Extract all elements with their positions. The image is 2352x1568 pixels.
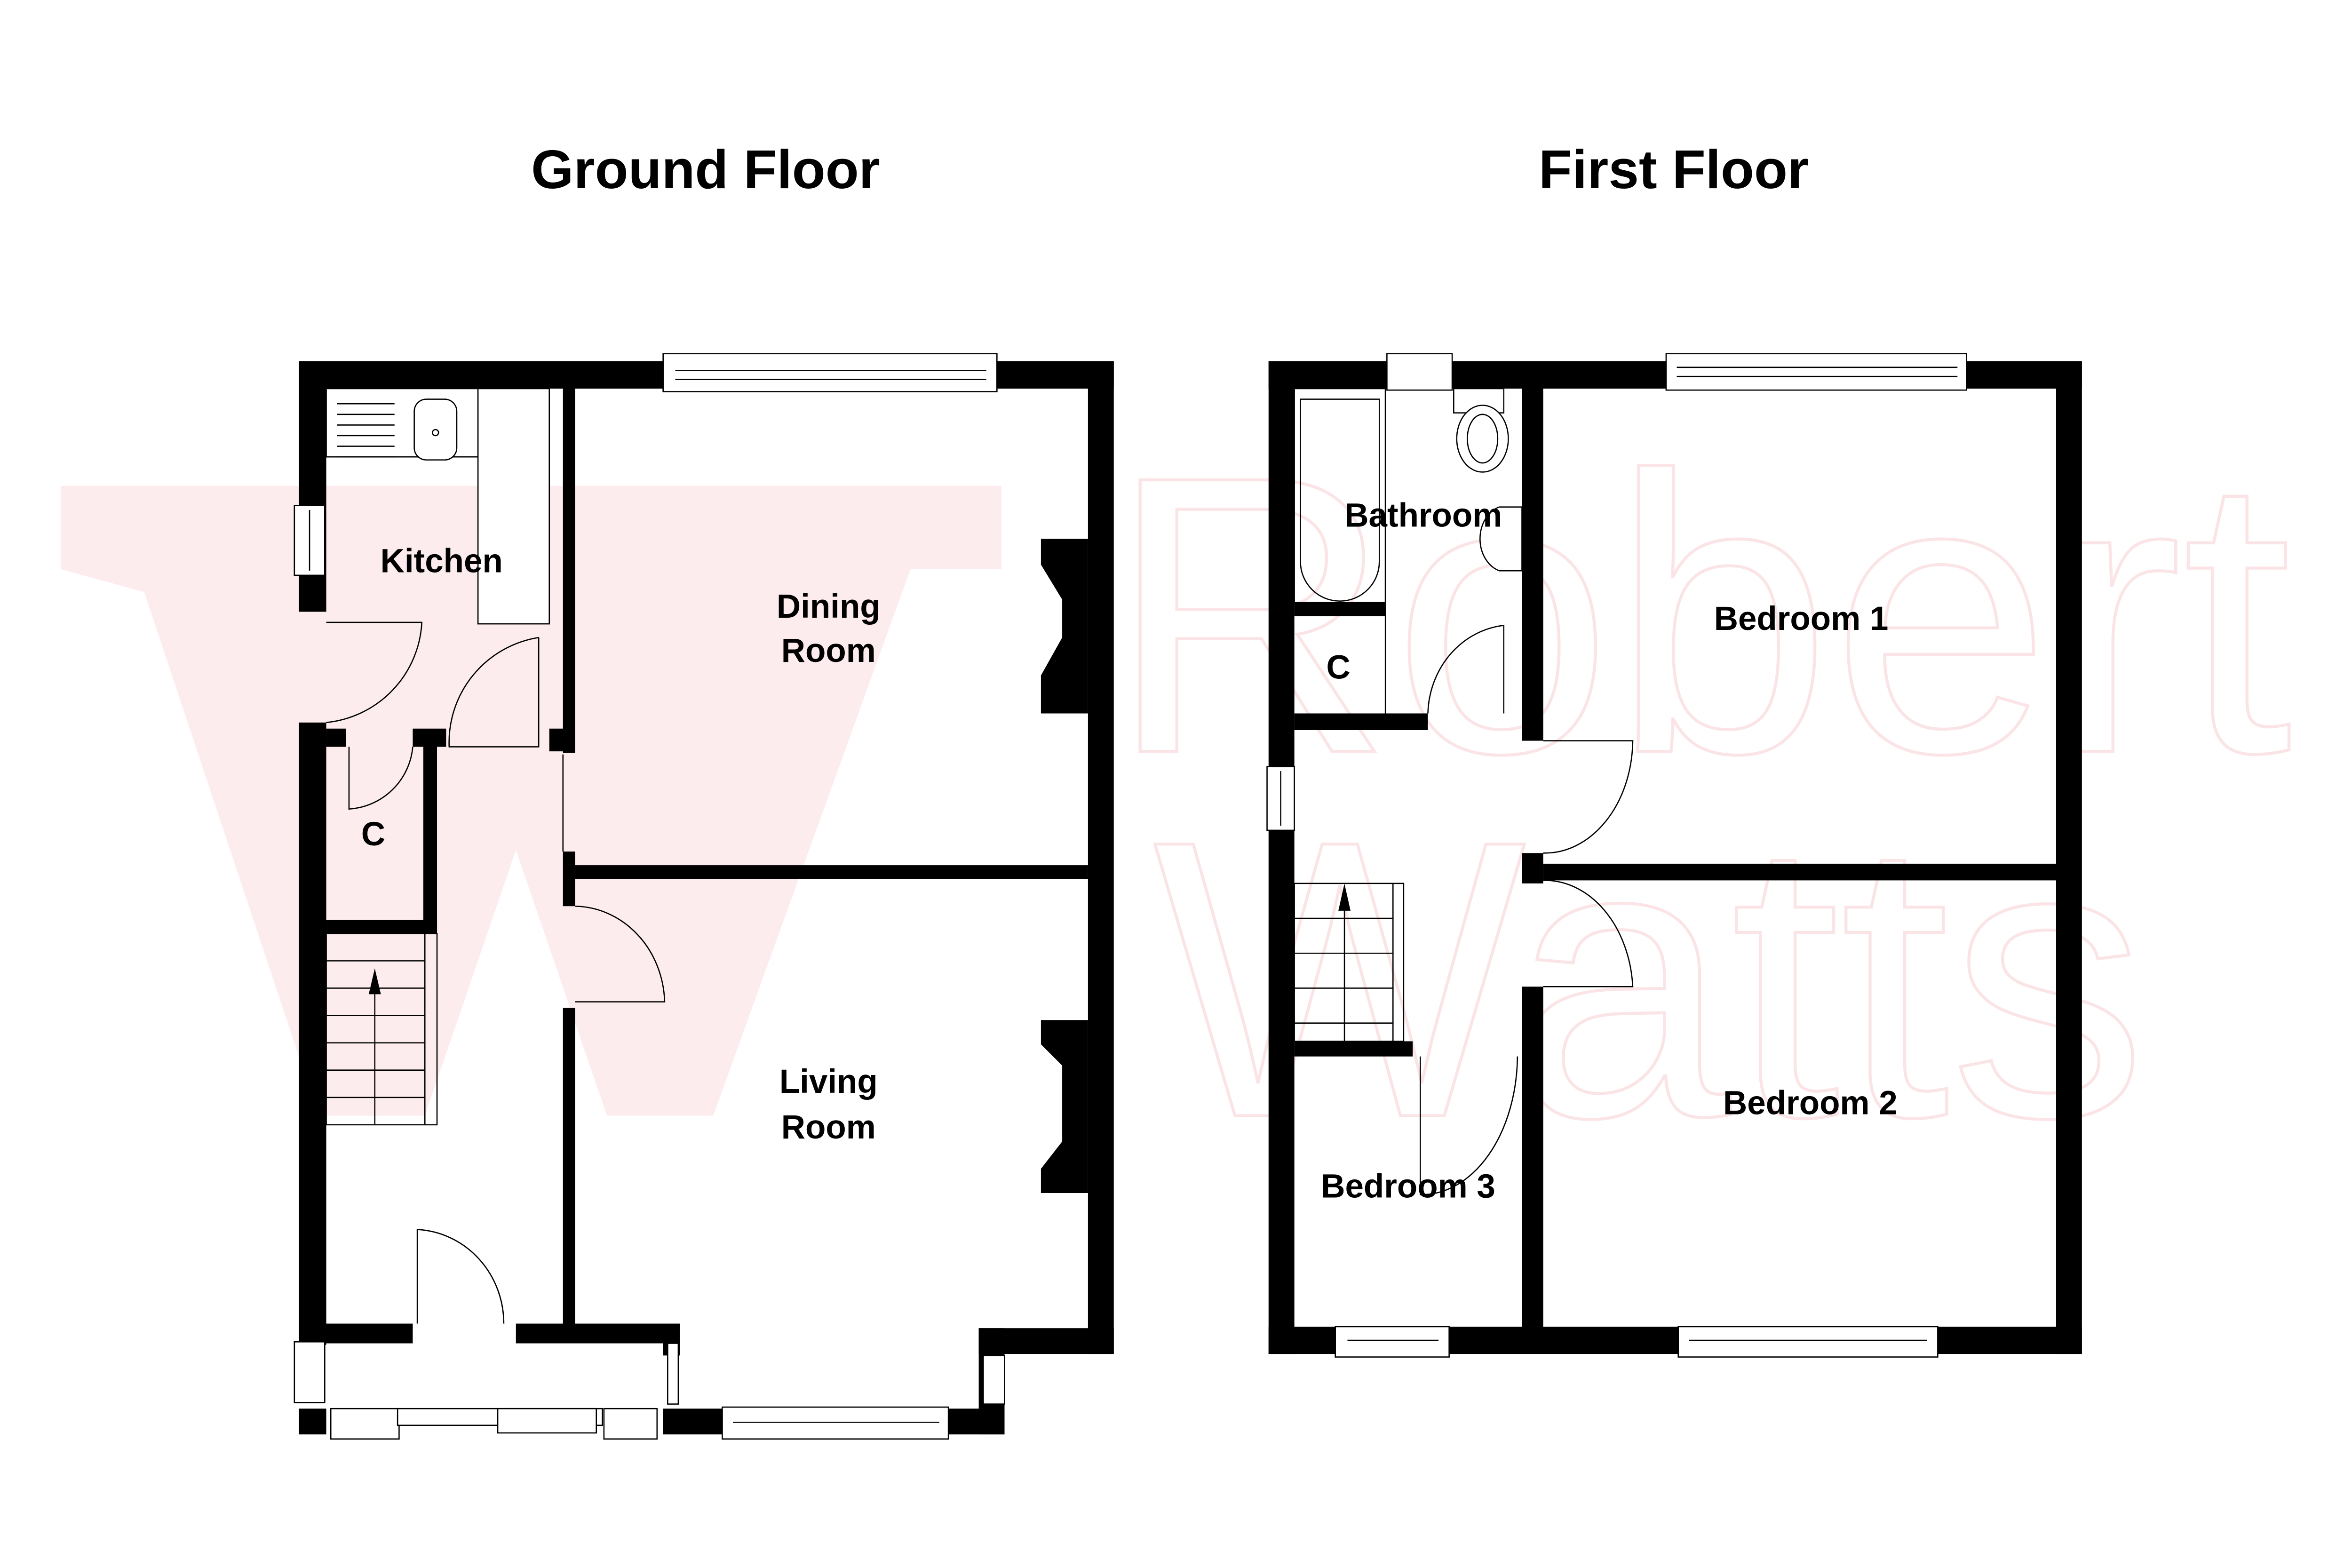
bedroom2-door-icon xyxy=(1543,880,1634,987)
cupboard-door-icon xyxy=(348,747,413,810)
room-label-bathroom: Bathroom xyxy=(1344,497,1502,534)
room-label-bedroom-1: Bedroom 1 xyxy=(1714,600,1889,637)
room-label-cupboard: C xyxy=(361,816,385,853)
ground-floor-title: Ground Floor xyxy=(531,139,880,200)
first-floor-plan: Bathroom C Bedroom 1 Bedroom 2 Bedroom 3 xyxy=(1266,353,2082,1358)
room-label-bedroom-2: Bedroom 2 xyxy=(1723,1084,1898,1122)
room-label-dining-2: Room xyxy=(781,632,876,669)
bedroom1-door-icon xyxy=(1543,740,1634,854)
bathroom-door-icon xyxy=(1427,624,1505,714)
first-floor-title: First Floor xyxy=(1539,139,1809,200)
room-label-kitchen: Kitchen xyxy=(381,542,503,580)
drainer-icon xyxy=(337,403,395,458)
watermark-text-watts: Watts xyxy=(1153,758,2147,1199)
living-door-icon xyxy=(575,905,666,1003)
back-door-icon xyxy=(326,621,423,724)
kitchen-door-icon xyxy=(448,637,540,748)
stair-arrow-icon xyxy=(368,968,381,995)
room-label-living-2: Room xyxy=(781,1109,876,1146)
room-label-dining-1: Dining xyxy=(777,588,881,625)
room-label-living-1: Living xyxy=(779,1063,878,1100)
ground-floor-plan: Kitchen Dining Room C Living Room xyxy=(294,353,1114,1440)
watermark: Robert Watts xyxy=(61,393,2295,1201)
toilet-icon xyxy=(1456,405,1509,473)
front-door-icon xyxy=(416,1229,505,1324)
room-label-bedroom-3: Bedroom 3 xyxy=(1321,1168,1495,1205)
staircase-icon xyxy=(326,933,438,1126)
watermark-logo-icon xyxy=(61,486,1002,1116)
basin-icon xyxy=(1479,506,1523,572)
bedroom3-door-icon xyxy=(1420,1056,1518,1195)
staircase-icon xyxy=(1294,883,1405,1042)
stair-arrow-icon xyxy=(1338,883,1351,911)
room-label-cupboard: C xyxy=(1327,649,1351,686)
bath-icon xyxy=(1300,398,1380,602)
